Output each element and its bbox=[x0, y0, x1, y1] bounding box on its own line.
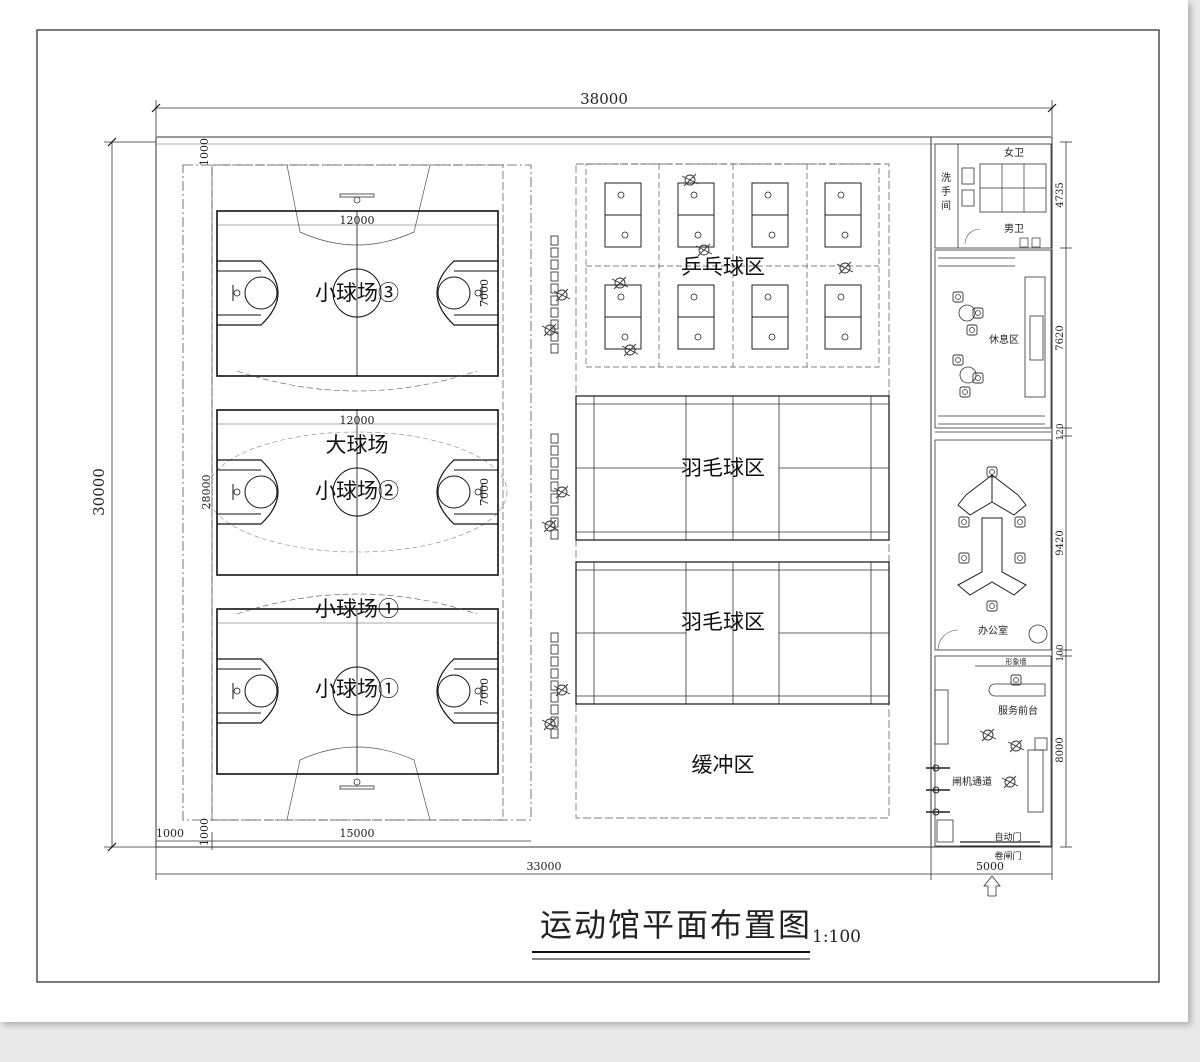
title-block: 运动馆平面布置图 1:100 bbox=[532, 906, 861, 960]
dim-office-label: 9420 bbox=[1055, 530, 1066, 555]
room-label-washroom-1: 洗 bbox=[941, 172, 951, 184]
room-label-mens-wc: 男卫 bbox=[1004, 223, 1024, 235]
lounge: 休息区 bbox=[934, 249, 1052, 429]
room-label-auto-door: 自动门 bbox=[994, 831, 1021, 843]
court-label-big: 大球场 bbox=[326, 433, 389, 457]
dim-court1-width: 7000 bbox=[478, 678, 491, 706]
dim-left-width-label: 33000 bbox=[527, 860, 562, 873]
court-label-small-3: 小球场③ bbox=[315, 281, 399, 305]
dim-right-chain: 4735 7620 120 9420 100 8000 bbox=[1055, 141, 1072, 848]
small-court-2 bbox=[216, 409, 499, 576]
badminton-zone-a: 羽毛球区 bbox=[575, 395, 890, 541]
dim-big-court-label: 28000 bbox=[200, 475, 213, 510]
room-label-womens-wc: 女卫 bbox=[1004, 146, 1024, 159]
buffer-zone: 缓冲区 bbox=[692, 753, 755, 777]
drawing-scale: 1:100 bbox=[812, 927, 861, 947]
drawing-sheet: 38000 30000 33000 5000 15000 1000 1000 1… bbox=[0, 0, 1188, 1022]
room-label-reception: 服务前台 bbox=[998, 704, 1038, 717]
dim-lobby-label: 8000 bbox=[1055, 737, 1066, 762]
room-label-washroom-3: 间 bbox=[941, 199, 951, 212]
room-label-gate-passage: 闸机通道 bbox=[952, 775, 992, 788]
room-label-washroom-2: 手 bbox=[941, 185, 951, 198]
dim-gap-b-label: 100 bbox=[1056, 644, 1066, 661]
small-court-3 bbox=[216, 210, 499, 392]
zone-label-buffer: 缓冲区 bbox=[692, 753, 755, 777]
dim-overall-width: 38000 bbox=[151, 90, 1057, 136]
dim-edge-top-label: 1000 bbox=[198, 138, 211, 166]
building-outline bbox=[155, 136, 1053, 848]
dim-edge-left-label: 1000 bbox=[156, 827, 184, 840]
entrance-arrow-icon bbox=[983, 875, 1001, 897]
table-tennis-zone: 乒乓球区 bbox=[575, 163, 890, 819]
dim-bottom: 33000 5000 15000 1000 1000 1000 bbox=[155, 138, 1053, 880]
zone-label-table-tennis: 乒乓球区 bbox=[681, 255, 765, 279]
dim-court-area-label: 15000 bbox=[340, 827, 375, 840]
room-label-image-wall: 形象墙 bbox=[1006, 657, 1027, 666]
court-label-small-1a: 小球场① bbox=[315, 597, 399, 621]
dim-court3-width: 7000 bbox=[478, 279, 491, 307]
dim-overall-width-label: 38000 bbox=[580, 90, 628, 108]
floor-plan: 38000 30000 33000 5000 15000 1000 1000 1… bbox=[36, 29, 1160, 983]
zone-label-badminton-b: 羽毛球区 bbox=[681, 610, 765, 634]
room-label-rolling-door: 卷闸门 bbox=[994, 850, 1021, 862]
dim-court3-length: 12000 bbox=[340, 214, 375, 227]
big-court-area: 28000 bbox=[182, 164, 532, 821]
restrooms: 女卫 男卫 洗 手 间 bbox=[934, 143, 1052, 249]
room-label-office: 办公室 bbox=[978, 624, 1008, 637]
dim-court2-width: 7000 bbox=[478, 478, 491, 506]
spectator-benches bbox=[541, 235, 571, 739]
zone-label-badminton-a: 羽毛球区 bbox=[681, 456, 765, 480]
dim-overall-height-label: 30000 bbox=[90, 468, 108, 516]
badminton-zone-b: 羽毛球区 bbox=[575, 561, 890, 705]
dim-overall-height: 30000 bbox=[90, 137, 156, 852]
dim-lounge-label: 7620 bbox=[1055, 325, 1066, 350]
court-label-small-1b: 小球场① bbox=[315, 677, 399, 701]
office: 办公室 形象墙 bbox=[934, 431, 1052, 666]
dim-court2-length: 12000 bbox=[340, 414, 375, 427]
dim-edge-bottom-label: 1000 bbox=[198, 818, 211, 846]
court-label-small-2: 小球场② bbox=[315, 479, 399, 503]
sheet-frame bbox=[36, 29, 1160, 983]
dim-right-width-label: 5000 bbox=[976, 860, 1004, 873]
drawing-title: 运动馆平面布置图 bbox=[540, 906, 812, 944]
dim-gap-a-label: 120 bbox=[1056, 423, 1066, 440]
lobby: 服务前台 闸机通道 自动门 卷闸门 bbox=[926, 655, 1052, 897]
dim-restroom-label: 4735 bbox=[1055, 182, 1066, 207]
room-label-lounge: 休息区 bbox=[989, 333, 1019, 346]
small-court-1 bbox=[216, 593, 499, 775]
